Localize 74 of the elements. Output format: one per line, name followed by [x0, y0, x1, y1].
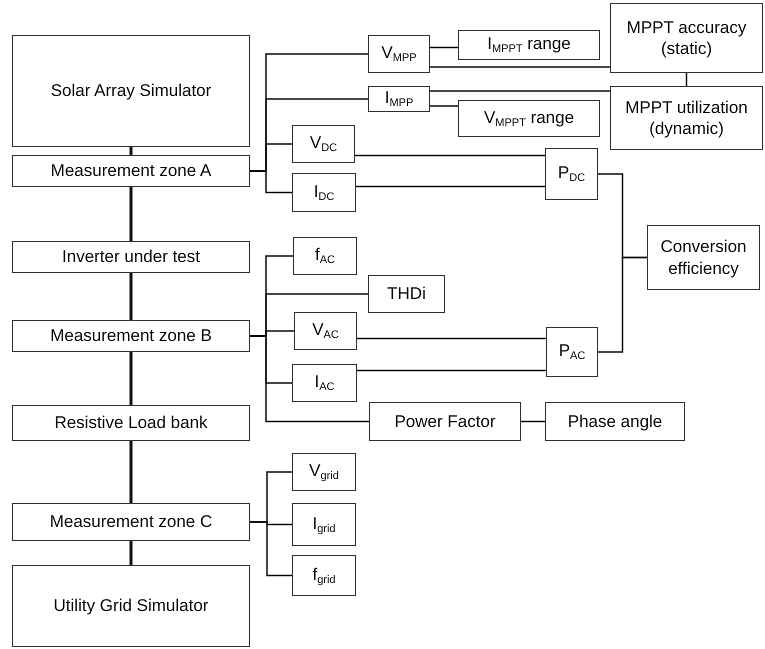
- connector-line: [356, 186, 545, 188]
- connector-line: [430, 90, 610, 92]
- connector-line: [250, 335, 369, 422]
- process-box: [458, 30, 600, 60]
- connector-line: [250, 170, 292, 194]
- node-label: Measurement zone A: [50, 160, 212, 182]
- node-label: MPPT utilization (dynamic): [624, 96, 749, 140]
- node-label: Inverter under test: [62, 246, 200, 268]
- process-box: [545, 402, 685, 441]
- node-label: Measurement zone C: [50, 511, 212, 533]
- process-box: [12, 320, 250, 352]
- node-label: V$_{AC}$: [312, 319, 339, 343]
- process-box: [545, 148, 598, 200]
- connector-line: [686, 73, 688, 86]
- node-label: Phase angle: [568, 410, 662, 432]
- connector-line: [130, 147, 132, 155]
- process-box: [293, 237, 357, 275]
- connector-line: [250, 521, 292, 576]
- process-box: [292, 125, 355, 163]
- process-box: [12, 241, 250, 273]
- node-label: Solar Array Simulator: [50, 80, 212, 102]
- connector-line: [430, 46, 458, 48]
- connector-line: [430, 105, 458, 107]
- process-box: [292, 173, 356, 212]
- process-box: [12, 565, 250, 647]
- node-label: P$_{DC}$: [558, 162, 586, 186]
- connector-line: [130, 273, 132, 320]
- process-box: [292, 503, 356, 546]
- connector-line: [130, 352, 132, 405]
- node-label: f$_{grid}$: [312, 564, 336, 588]
- node-label: Resistive Load bank: [54, 412, 208, 434]
- node-label: P$_{AC}$: [558, 340, 586, 364]
- connector-line: [357, 338, 546, 340]
- process-box: [368, 86, 430, 112]
- connector-line: [430, 66, 610, 68]
- process-box: [546, 327, 598, 377]
- node-label: I$_{AC}$: [314, 371, 334, 395]
- connector-line: [598, 256, 647, 353]
- node-label: I$_{DC}$: [314, 180, 334, 204]
- process-box: [292, 364, 357, 402]
- node-label: I$_{MPPT}$ range: [487, 33, 571, 57]
- node-label: THDi: [387, 283, 426, 305]
- process-box: [647, 225, 760, 290]
- process-box: [368, 275, 445, 313]
- node-label: V$_{grid}$: [309, 460, 339, 484]
- process-box: [610, 3, 763, 73]
- connector-line: [130, 187, 132, 241]
- connector-line: [357, 370, 546, 372]
- process-box: [12, 503, 250, 541]
- process-box: [458, 100, 600, 137]
- node-label: I$_{MPP}$: [384, 87, 414, 111]
- connector-line: [130, 541, 132, 565]
- process-box: [12, 155, 250, 187]
- process-box: [292, 555, 356, 596]
- connector-line: [521, 420, 545, 422]
- process-box: [369, 402, 521, 441]
- process-box: [12, 35, 250, 147]
- node-label: MPPT accuracy (static): [626, 16, 748, 60]
- node-label: Measurement zone B: [50, 325, 212, 347]
- process-box: [12, 405, 250, 441]
- node-label: V$_{MPPT}$ range: [484, 106, 574, 130]
- process-box: [294, 312, 357, 350]
- node-label: Utility Grid Simulator: [54, 595, 208, 617]
- process-box: [292, 453, 356, 491]
- node-label: Power Factor: [394, 410, 496, 432]
- connector-line: [130, 441, 132, 503]
- node-label: I$_{grid}$: [312, 512, 336, 536]
- node-label: V$_{DC}$: [310, 132, 338, 156]
- node-label: V$_{MPP}$: [381, 42, 417, 66]
- node-label: Conversion efficiency: [660, 236, 748, 279]
- node-label: f$_{AC}$: [314, 244, 335, 268]
- process-box: [368, 35, 430, 73]
- process-box: [610, 86, 763, 150]
- connector-line: [355, 154, 545, 156]
